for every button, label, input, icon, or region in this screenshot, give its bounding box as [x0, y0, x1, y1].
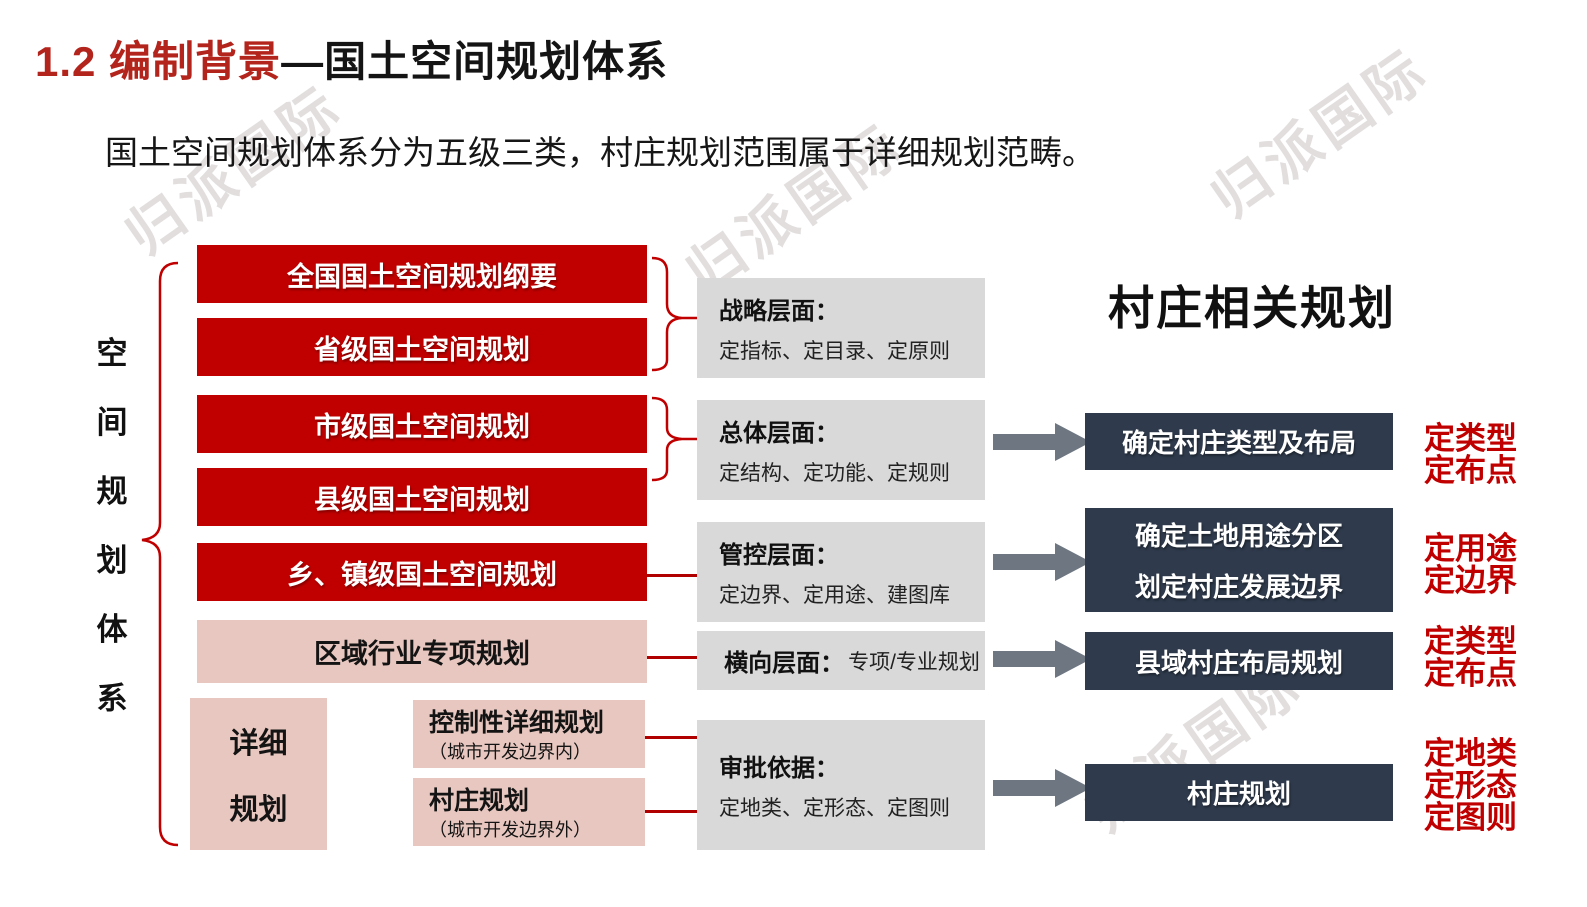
layer-title: 总体层面： — [719, 420, 839, 447]
axis-char: 规 — [96, 474, 128, 509]
connector-line — [647, 574, 697, 577]
dark-box-line: 确定土地用途分区 — [1134, 521, 1343, 551]
regulatory-detailed-title: 控制性详细规划 — [429, 709, 605, 737]
flow-arrow-icon — [993, 640, 1091, 678]
village-box-title: 村庄规划 — [429, 787, 530, 815]
connector-line — [645, 810, 697, 813]
axis-char: 体 — [96, 612, 128, 647]
plan-box-regulatory-detailed: 控制性详细规划 （城市开发边界内） — [413, 700, 645, 768]
detailed-group-line: 规划 — [229, 794, 288, 826]
note-line: 定类型 — [1424, 421, 1517, 456]
village-panel-title: 村庄相关规划 — [1108, 282, 1396, 334]
note-line: 定用途 — [1424, 531, 1517, 566]
regulatory-detailed-note: （城市开发边界内） — [429, 742, 591, 762]
axis-char: 间 — [96, 405, 128, 440]
layer-desc: 定指标、定目录、定原则 — [719, 340, 950, 363]
detailed-group-line: 详细 — [229, 728, 288, 760]
vertical-axis-label: 空 间 规 划 体 系 — [93, 328, 131, 718]
note-line: 定形态 — [1424, 768, 1517, 803]
plan-box-township: 乡、镇级国土空间规划 — [197, 543, 647, 601]
axis-char: 系 — [96, 681, 128, 716]
strategy-curly-brace — [651, 256, 698, 372]
left-curly-brace — [141, 261, 179, 847]
flow-arrow-icon — [993, 423, 1091, 461]
layer-box-approval: 审批依据： 定地类、定形态、定图则 — [697, 720, 985, 850]
note-line: 定地类 — [1424, 736, 1517, 771]
overall-curly-brace — [651, 396, 698, 482]
note-line: 定边界 — [1424, 563, 1517, 598]
flow-arrow-icon — [993, 769, 1091, 807]
layer-title: 管控层面： — [719, 542, 839, 569]
layer-title: 横向层面： — [724, 650, 845, 677]
layer-box-overall: 总体层面： 定结构、定功能、定规则 — [697, 400, 985, 500]
dark-box-line: 县域村庄布局规划 — [1134, 647, 1343, 678]
plan-box-detailed-group: 详细 规划 — [190, 698, 327, 850]
village-plan-box-village-plan: 村庄规划 — [1085, 764, 1393, 821]
layer-box-horizontal: 横向层面： 专项/专业规划 — [697, 631, 985, 690]
layer-desc: 定地类、定形态、定图则 — [719, 797, 950, 820]
plan-box-national: 全国国土空间规划纲要 — [197, 245, 647, 303]
layer-desc: 专项/专业规划 — [848, 650, 980, 674]
page-title-section: 1.2 编制背景 — [35, 38, 282, 85]
note-use-boundary: 定用途 定边界 — [1424, 533, 1517, 597]
connector-line — [645, 736, 697, 739]
layer-box-control: 管控层面： 定边界、定用途、建图库 — [697, 522, 985, 622]
layer-desc: 定结构、定功能、定规则 — [719, 462, 950, 485]
note-line: 定布点 — [1424, 453, 1517, 488]
note-landclass-form-rules: 定地类 定形态 定图则 — [1424, 738, 1517, 834]
village-plan-box-county-layout: 县域村庄布局规划 — [1085, 632, 1393, 690]
plan-box-provincial: 省级国土空间规划 — [197, 318, 647, 376]
layer-desc: 定边界、定用途、建图库 — [719, 584, 950, 607]
note-type-point-2: 定类型 定布点 — [1424, 626, 1517, 690]
note-line: 定图则 — [1424, 800, 1517, 835]
plan-box-regional-special: 区域行业专项规划 — [197, 620, 647, 683]
plan-box-municipal: 市级国土空间规划 — [197, 395, 647, 453]
note-line: 定类型 — [1424, 624, 1517, 659]
layer-box-strategy: 战略层面： 定指标、定目录、定原则 — [697, 278, 985, 378]
layer-title: 战略层面： — [719, 298, 839, 325]
connector-line — [647, 656, 697, 659]
axis-char: 划 — [96, 543, 128, 578]
page-title: 1.2 编制背景—国土空间规划体系 — [35, 28, 668, 89]
page-title-topic: —国土空间规划体系 — [281, 38, 669, 85]
village-plan-box-landuse-boundary: 确定土地用途分区 划定村庄发展边界 — [1085, 508, 1393, 612]
plan-box-county: 县级国土空间规划 — [197, 468, 647, 526]
dark-box-line: 确定村庄类型及布局 — [1121, 428, 1356, 458]
dark-box-line: 划定村庄发展边界 — [1134, 572, 1343, 602]
dark-box-line: 村庄规划 — [1186, 779, 1291, 809]
watermark-text: 归派国际 — [1200, 36, 1440, 231]
page-subtitle: 国土空间规划体系分为五级三类，村庄规划范围属于详细规划范畴。 — [105, 134, 1095, 171]
village-box-note: （城市开发边界外） — [429, 820, 591, 840]
axis-char: 空 — [96, 336, 128, 371]
layer-title: 审批依据： — [719, 755, 839, 782]
village-plan-box-type-layout: 确定村庄类型及布局 — [1085, 413, 1393, 470]
note-type-point-1: 定类型 定布点 — [1424, 423, 1517, 487]
flow-arrow-icon — [993, 543, 1091, 581]
note-line: 定布点 — [1424, 656, 1517, 691]
plan-box-village: 村庄规划 （城市开发边界外） — [413, 778, 645, 846]
